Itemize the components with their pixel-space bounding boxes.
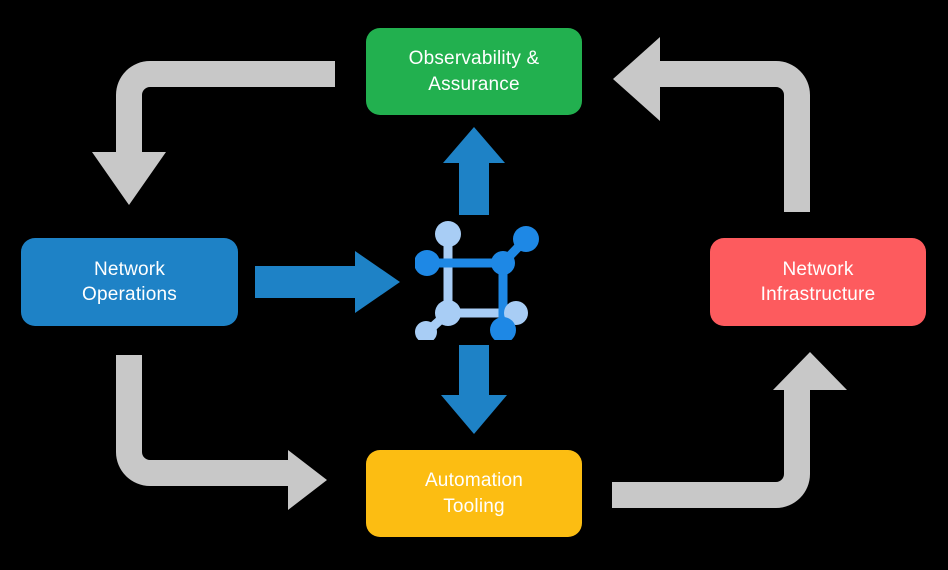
- arrow-observability-to-operations: [92, 61, 335, 205]
- node-box-automation[interactable]: Automation Tooling: [366, 450, 582, 537]
- arrow-operations-to-automation: [116, 355, 327, 510]
- arrow-center-to-automation: [441, 345, 507, 434]
- node-box-infrastructure[interactable]: Network Infrastructure: [710, 238, 926, 326]
- node-box-operations[interactable]: Network Operations: [21, 238, 238, 326]
- arrow-automation-to-infrastructure: [612, 352, 847, 508]
- arrow-operations-to-center: [255, 251, 400, 313]
- network-topology-icon: [415, 221, 539, 340]
- arrow-infrastructure-to-observability: [613, 37, 810, 212]
- node-box-observability[interactable]: Observability & Assurance: [366, 28, 582, 115]
- arrow-center-to-observability: [443, 127, 505, 215]
